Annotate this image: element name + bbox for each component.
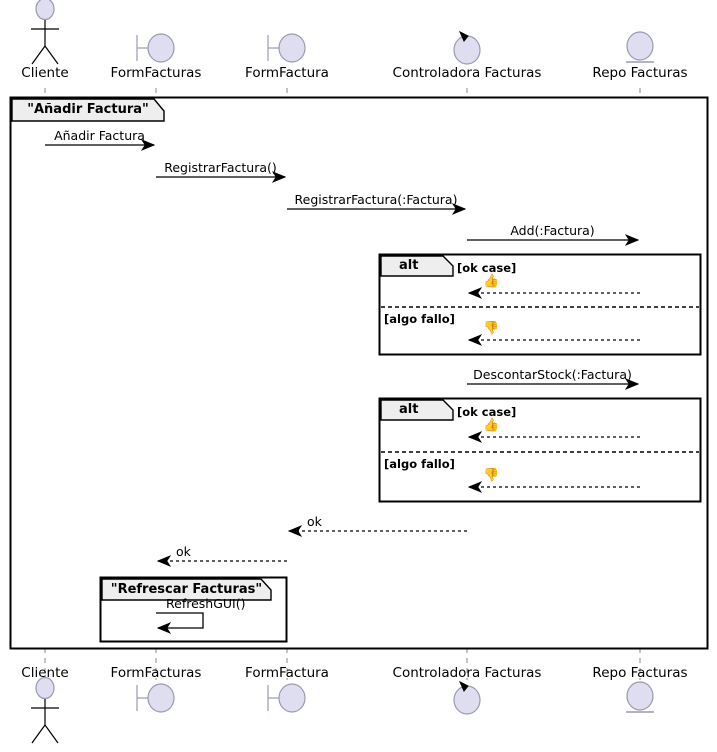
participant-icon-formfacturas-bottom[interactable]	[136, 683, 175, 713]
participant-label-formfactura-top: FormFactura	[245, 65, 329, 81]
participant-label-formfacturas-bottom: FormFacturas	[110, 665, 202, 681]
fragment-guard-alt-2-1: [algo fallo]	[384, 457, 455, 471]
message-label-m1: Añadir Factura	[54, 128, 145, 143]
message-label-m10: ok	[307, 514, 322, 529]
message-label-m3: RegistrarFactura(:Factura)	[294, 192, 458, 207]
participant-label-controladora-bottom: Controladora Facturas	[392, 665, 542, 681]
participant-icon-cliente-bottom[interactable]	[31, 676, 59, 744]
participant-label-cliente-bottom: Cliente	[21, 665, 69, 681]
message-m12[interactable]	[156, 612, 204, 634]
participant-label-repo-top: Repo Facturas	[592, 65, 688, 81]
participant-label-repo-bottom: Repo Facturas	[592, 665, 688, 681]
participant-icon-repo-bottom[interactable]	[626, 681, 654, 713]
fragment-group-anadir-factura	[9, 96, 709, 650]
message-label-m11: ok	[176, 544, 191, 559]
fragment-title-group-anadir-factura: "Añadir Factura"	[27, 102, 149, 117]
fragment-keyword-alt-2: alt	[399, 402, 419, 417]
participant-label-cliente-top: Cliente	[21, 65, 69, 81]
thumbs-up-icon-m5: 👍	[483, 274, 500, 289]
participant-icon-formfactura-top[interactable]	[267, 33, 306, 63]
fragment-group-refrescar-facturas	[99, 576, 288, 643]
fragment-guard-alt-1-0: [ok case]	[457, 261, 517, 275]
participant-icon-formfacturas-top[interactable]	[136, 33, 175, 63]
thumbs-up-icon-m8: 👍	[483, 418, 500, 433]
participant-label-formfacturas-top: FormFacturas	[110, 65, 202, 81]
thumbs-down-icon-m6: 👎	[483, 321, 500, 336]
fragment-title-group-refrescar-facturas: "Refrescar Facturas"	[110, 582, 263, 597]
participant-icon-cliente-top[interactable]	[31, 0, 59, 65]
message-label-m2: RegistrarFactura()	[164, 160, 277, 175]
participant-label-controladora-top: Controladora Facturas	[392, 65, 542, 81]
fragment-alt-1	[378, 253, 702, 356]
message-label-m12: RefreshGUI()	[166, 596, 246, 611]
message-label-m7: DescontarStock(:Factura)	[473, 367, 632, 382]
participant-icon-controladora-bottom[interactable]	[453, 680, 481, 715]
participant-icon-formfactura-bottom[interactable]	[267, 683, 306, 713]
participant-icon-repo-top[interactable]	[626, 31, 654, 63]
participant-icon-controladora-top[interactable]	[453, 30, 481, 65]
fragment-alt-2	[378, 397, 702, 503]
fragment-guard-alt-2-0: [ok case]	[457, 405, 517, 419]
fragment-keyword-alt-1: alt	[399, 258, 419, 273]
thumbs-down-icon-m9: 👎	[483, 468, 500, 483]
participant-label-formfactura-bottom: FormFactura	[245, 665, 329, 681]
fragment-guard-alt-1-1: [algo fallo]	[384, 312, 455, 326]
message-label-m4: Add(:Factura)	[510, 223, 595, 238]
